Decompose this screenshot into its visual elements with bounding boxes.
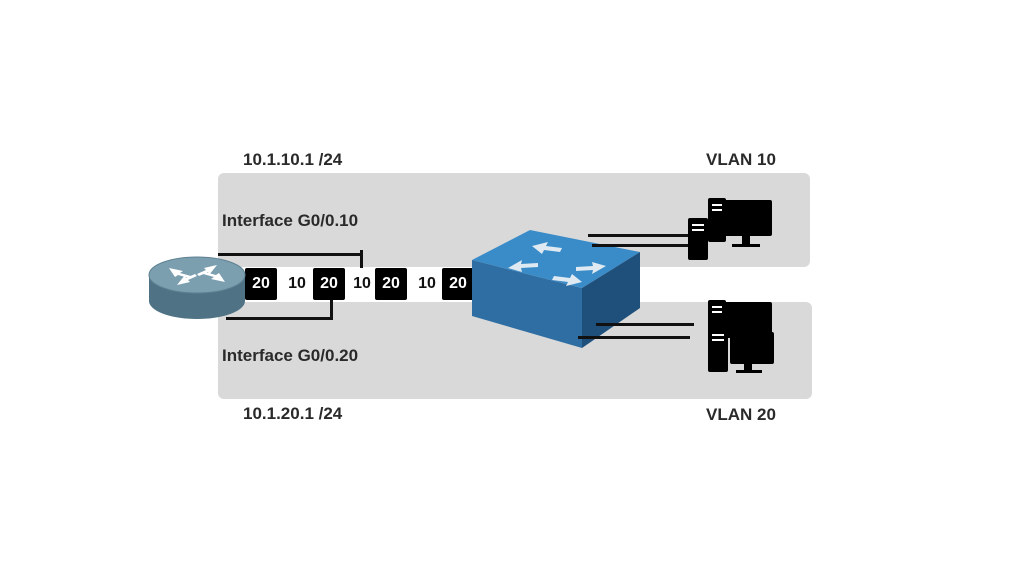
pc-link-vlan20-b bbox=[578, 336, 690, 339]
trunk-frame-tag: 20 bbox=[313, 268, 345, 300]
interface-label-top: Interface G0/0.10 bbox=[222, 211, 359, 230]
subinterface-line-top bbox=[218, 253, 363, 256]
pc-link-vlan20-a bbox=[596, 323, 694, 326]
pc-icon bbox=[708, 198, 772, 247]
trunk-frame-tag: 20 bbox=[375, 268, 407, 300]
trunk-frame-label: 10 bbox=[353, 275, 371, 292]
trunk-frame-label: 10 bbox=[418, 275, 436, 292]
pc-link-vlan10-b bbox=[592, 244, 692, 247]
pc-icon bbox=[688, 218, 708, 260]
subinterface-line-top-drop bbox=[360, 250, 363, 268]
vlan-label-bottom: VLAN 20 bbox=[706, 405, 776, 424]
interface-label-bottom: Interface G0/0.20 bbox=[222, 346, 359, 365]
subinterface-line-bottom bbox=[226, 317, 333, 320]
pc-link-vlan10-a bbox=[588, 234, 694, 237]
trunk-frame-tag: 20 bbox=[245, 268, 277, 300]
trunk-frame-tag: 20 bbox=[442, 268, 474, 300]
vlan-label-top: VLAN 10 bbox=[706, 150, 776, 169]
subnet-label-top: 10.1.10.1 /24 bbox=[243, 150, 343, 169]
trunk-frame-label: 10 bbox=[288, 275, 306, 292]
pc-icon bbox=[708, 328, 774, 373]
switch-icon bbox=[472, 230, 640, 348]
router-icon bbox=[148, 256, 246, 319]
subinterface-line-bottom-rise bbox=[330, 300, 333, 320]
subnet-label-bottom: 10.1.20.1 /24 bbox=[243, 404, 343, 423]
